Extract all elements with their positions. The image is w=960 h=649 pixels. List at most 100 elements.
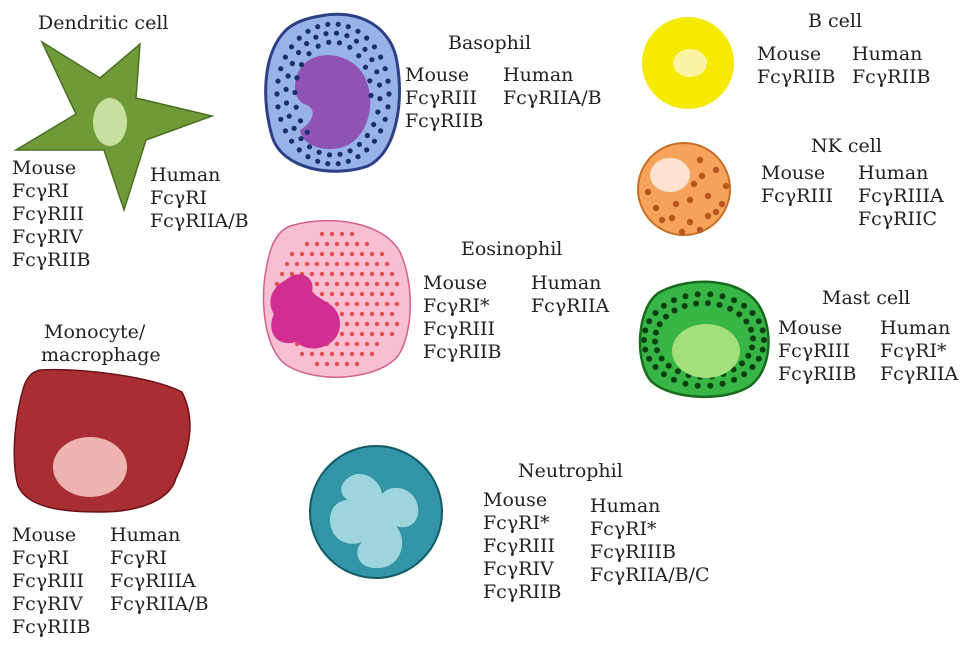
granule [305,242,309,246]
granule [370,312,374,316]
granule [355,302,359,306]
granule [315,282,319,286]
granule [378,128,383,133]
granule [345,242,349,246]
granule [390,272,394,276]
granule [719,201,725,207]
granule [355,282,359,286]
granule [365,262,369,266]
granule [727,306,733,312]
monocyte-human-receptor: FcγRIIA/B [110,593,209,616]
granule [691,181,697,187]
granule [325,22,330,27]
granule [315,242,319,246]
granule [380,312,384,316]
mast-cell-mouse-column: Mouse FcγRIII FcγRIIB [778,317,856,386]
granule [365,133,370,138]
granule [340,352,344,356]
granule [325,282,329,286]
granule [679,229,685,235]
granule [380,292,384,296]
granule [663,314,669,320]
granule [652,339,658,345]
granule [292,90,297,95]
granule [299,62,304,67]
granule [305,130,310,135]
granule [289,44,294,49]
granule [340,232,344,236]
neutrophil-mouse-receptor: FcγRIIB [483,581,561,604]
monocyte-human-header: Human [110,524,209,547]
granule [375,322,379,326]
granule [653,310,659,316]
granule [336,22,341,27]
granule [330,272,334,276]
granule [375,302,379,306]
granule [372,44,377,49]
granule [300,252,304,256]
granule [671,377,677,383]
granule [370,252,374,256]
granule [646,356,652,362]
granule [345,362,349,366]
granule [741,303,747,309]
granule [364,147,369,152]
granule [326,40,331,45]
neutrophil-name: Neutrophil [518,460,623,483]
granule [335,262,339,266]
granule [350,252,354,256]
granule [355,322,359,326]
granule [365,282,369,286]
granule [641,337,647,343]
eosinophil-name: Eosinophil [461,238,562,261]
monocyte-name-line1: Monocyte/ [44,321,145,344]
monocyte-mouse-receptor: FcγRIV [12,593,90,616]
granule [292,126,297,131]
granule [760,347,766,353]
granule [355,262,359,266]
granule [653,205,659,211]
dendritic-mouse-header: Mouse [12,157,90,180]
nk-cell-human-receptor: FcγRIIC [858,208,944,231]
granule [336,161,341,166]
granule [297,147,302,152]
granule [659,217,665,223]
granule [682,303,688,309]
granule [285,262,289,266]
granule [713,209,719,215]
granule [697,157,703,163]
nk-cell-nucleus [650,158,690,192]
granule [360,292,364,296]
monocyte-mouse-header: Mouse [12,524,90,547]
nk-cell-mouse-header: Mouse [761,162,833,185]
eosinophil-mouse-header: Mouse [423,272,501,295]
granule [350,332,354,336]
granule [749,344,755,350]
granule [654,347,660,353]
granule [748,327,754,333]
neutrophil-human-header: Human [590,495,710,518]
granule [344,33,349,38]
mast-cell-human-header: Human [880,317,958,340]
granule [290,252,294,256]
granule [289,139,294,144]
granule [687,219,693,225]
nk-cell-mouse-receptor: FcγRIII [761,185,833,208]
eosinophil-mouse-receptor: FcγRI* [423,295,501,318]
granule [395,322,399,326]
dendritic-mouse-receptor: FcγRI [12,180,90,203]
granule [642,327,648,333]
granule [280,272,284,276]
granule [296,50,301,55]
granule [661,303,667,309]
granule [367,78,372,83]
eosinophil-mouse-column: Mouse FcγRI* FcγRIII FcγRIIB [423,272,501,364]
granule [370,272,374,276]
granule [368,93,373,98]
granule [357,142,362,147]
nk-cell-name: NK cell [811,135,882,158]
granule [300,352,304,356]
granule [354,39,359,44]
granule [693,301,699,307]
neutrophil-human-receptor: FcγRI* [590,518,710,541]
